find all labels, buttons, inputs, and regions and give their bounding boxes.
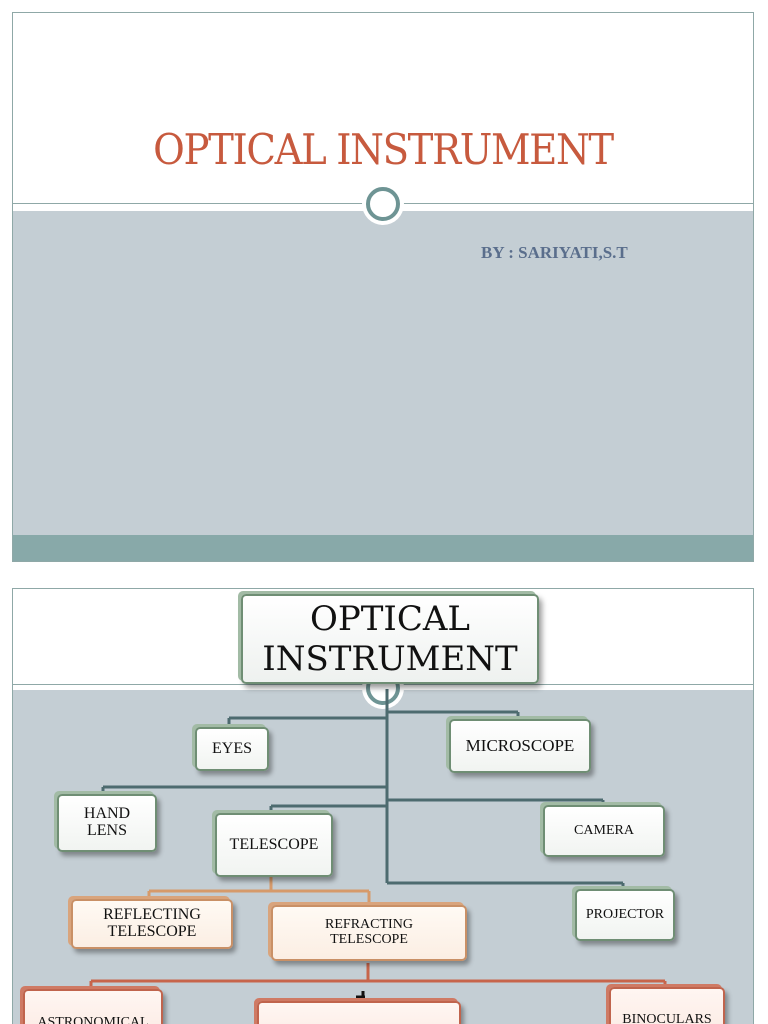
content-band [13,690,753,1024]
title-slide: OPTICAL INSTRUMENT BY : SARIYATI,S.T [12,12,754,562]
node-unlabeled-red [257,1001,461,1024]
node-label: ASTRONOMICAL [37,1015,149,1024]
root-label: OPTICAL INSTRUMENT [262,599,518,679]
ring-ornament-icon [366,187,400,221]
node-telescope: TELESCOPE [215,813,333,877]
node-camera: CAMERA [543,805,665,857]
node-label: TELESCOPE [229,835,319,853]
diagram-root-node: OPTICAL INSTRUMENT [241,594,539,684]
node-label: EYES [212,739,252,757]
node-label: REFLECTING TELESCOPE [103,906,201,940]
content-band [13,211,753,535]
node-projector: PROJECTOR [575,889,675,941]
node-hand-lens: HAND LENS [57,794,157,852]
node-label: CAMERA [574,822,634,838]
node-eyes: EYES [195,727,269,771]
author-byline: BY : SARIYATI,S.T [481,243,628,262]
node-label: HAND LENS [83,805,131,839]
node-astronomical: ASTRONOMICAL [23,989,163,1024]
node-label: PROJECTOR [585,906,665,922]
node-label: REFRACTING TELESCOPE [325,917,413,947]
node-binoculars: BINOCULARS [609,987,725,1024]
orange-connector-lines [147,877,371,905]
red-connector-lines [89,963,667,989]
node-refracting-telescope: REFRACTING TELESCOPE [271,905,467,961]
node-label: BINOCULARS [622,1012,712,1024]
diagram-slide: OPTICAL INSTRUMENT EYES MICROSCOPE HAND … [12,588,754,1024]
diagram-connectors [89,689,667,999]
node-label: MICROSCOPE [465,736,575,756]
node-microscope: MICROSCOPE [449,719,591,773]
main-connector-lines [101,689,625,889]
title-band [13,13,753,205]
slide-title: OPTICAL INSTRUMENT [153,125,614,174]
node-reflecting-telescope: REFLECTING TELESCOPE [71,899,233,949]
footer-strip [13,535,753,561]
